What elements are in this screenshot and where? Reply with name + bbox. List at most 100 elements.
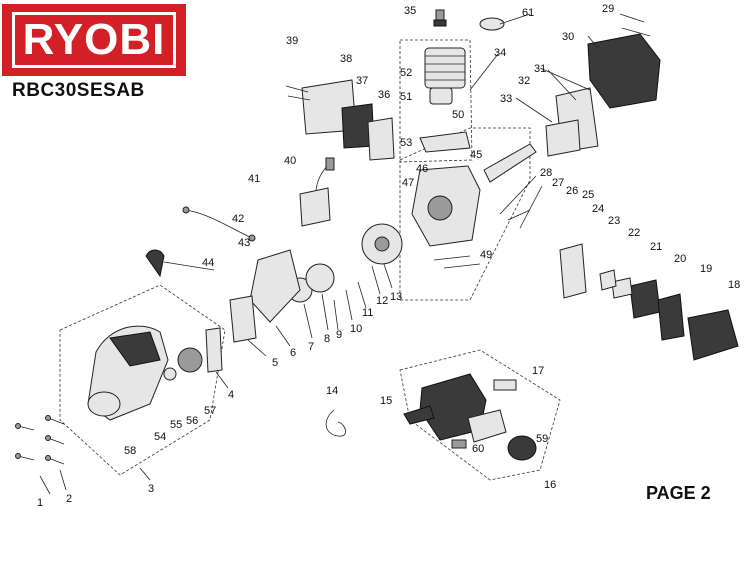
group-outline-crankcase <box>399 127 531 301</box>
callout: 39 <box>286 35 298 47</box>
air-filter-plate <box>367 117 395 161</box>
group-outline-cylinder <box>399 39 473 163</box>
logo-border: RYOBI <box>11 12 177 68</box>
bearing <box>163 367 177 381</box>
callout: 32 <box>518 75 530 87</box>
heat-plate <box>559 243 587 299</box>
model-number: RBC30SESAB <box>12 80 145 101</box>
flywheel <box>361 223 403 265</box>
crankcase <box>411 165 481 247</box>
callout: 2 <box>66 493 72 505</box>
cylinder <box>424 47 466 89</box>
callout: 5 <box>272 357 278 369</box>
callout: 12 <box>376 295 388 307</box>
bolt-set <box>285 13 651 269</box>
callout: 23 <box>608 215 620 227</box>
callout: 58 <box>124 445 136 457</box>
callout: 61 <box>522 7 534 19</box>
fuel-cap <box>507 435 537 461</box>
muffler-cover <box>587 33 661 109</box>
crankshaft <box>483 143 537 183</box>
filter-cover <box>687 309 739 361</box>
callout: 40 <box>284 155 296 167</box>
fuel-tank-handle <box>419 373 507 443</box>
callout: 34 <box>494 47 506 59</box>
callout: 49 <box>480 249 492 261</box>
gasket-ring <box>479 17 505 31</box>
starter-handle <box>145 249 165 278</box>
callout: 16 <box>544 479 556 491</box>
callout: 19 <box>700 263 712 275</box>
callout: 17 <box>532 365 544 377</box>
callout: 9 <box>336 329 342 341</box>
callout: 22 <box>628 227 640 239</box>
callout: 7 <box>308 341 314 353</box>
callout: 24 <box>592 203 604 215</box>
callout: 41 <box>248 173 260 185</box>
callout: 59 <box>536 433 548 445</box>
filter-60 <box>451 439 467 449</box>
callout: 29 <box>602 3 614 15</box>
callout: 43 <box>238 237 250 249</box>
callout: 28 <box>540 167 552 179</box>
callout: 15 <box>380 395 392 407</box>
callout: 57 <box>204 405 216 417</box>
callout: 42 <box>232 213 244 225</box>
clip <box>325 409 346 437</box>
screw-set <box>15 415 65 465</box>
callout: 14 <box>326 385 338 397</box>
muffler-gasket <box>545 119 581 157</box>
callout: 26 <box>566 185 578 197</box>
fan-housing <box>249 249 301 323</box>
air-cleaner-base <box>657 293 685 341</box>
callout: 35 <box>404 5 416 17</box>
ignition-coil <box>299 157 335 227</box>
base-gasket <box>419 131 471 153</box>
insulator <box>611 277 633 299</box>
callout-labels: 1 2 3 4 5 6 7 8 9 10 11 12 13 14 15 16 1… <box>37 3 740 509</box>
callout: 51 <box>400 91 412 103</box>
callout: 6 <box>290 347 296 359</box>
callout: 27 <box>552 177 564 189</box>
callout: 21 <box>650 241 662 253</box>
callout: 20 <box>674 253 686 265</box>
ratchet-plate <box>229 295 257 343</box>
callout: 13 <box>390 291 402 303</box>
callout: 56 <box>186 415 198 427</box>
starter-pawl <box>205 327 223 373</box>
callout: 1 <box>37 497 43 509</box>
callout: 31 <box>534 63 546 75</box>
clutch-housing <box>87 325 169 421</box>
callout: 45 <box>470 149 482 161</box>
callout: 33 <box>500 93 512 105</box>
callout: 50 <box>452 109 464 121</box>
callout-leaders <box>39 13 599 495</box>
callout: 8 <box>324 333 330 345</box>
throttle-cable <box>403 405 435 425</box>
callout: 53 <box>400 137 412 149</box>
stop-wire <box>185 209 253 239</box>
decal <box>493 379 517 391</box>
carb-gasket <box>599 269 617 291</box>
callout: 25 <box>582 189 594 201</box>
callout: 46 <box>416 163 428 175</box>
spark-plug <box>433 9 447 27</box>
callout: 30 <box>562 31 574 43</box>
callout: 38 <box>340 53 352 65</box>
callout: 47 <box>402 177 414 189</box>
carburetor <box>629 279 661 319</box>
callout: 18 <box>728 279 740 291</box>
page-label: PAGE 2 <box>646 483 711 503</box>
callout: 36 <box>378 89 390 101</box>
clutch-shoe <box>177 347 203 373</box>
callout: 10 <box>350 323 362 335</box>
piston <box>429 87 453 105</box>
callout: 52 <box>400 67 412 79</box>
callout: 3 <box>148 483 154 495</box>
callout: 4 <box>228 389 234 401</box>
callout: 60 <box>472 443 484 455</box>
recoil-spring <box>305 263 335 293</box>
callout: 37 <box>356 75 368 87</box>
callout: 11 <box>362 307 373 319</box>
